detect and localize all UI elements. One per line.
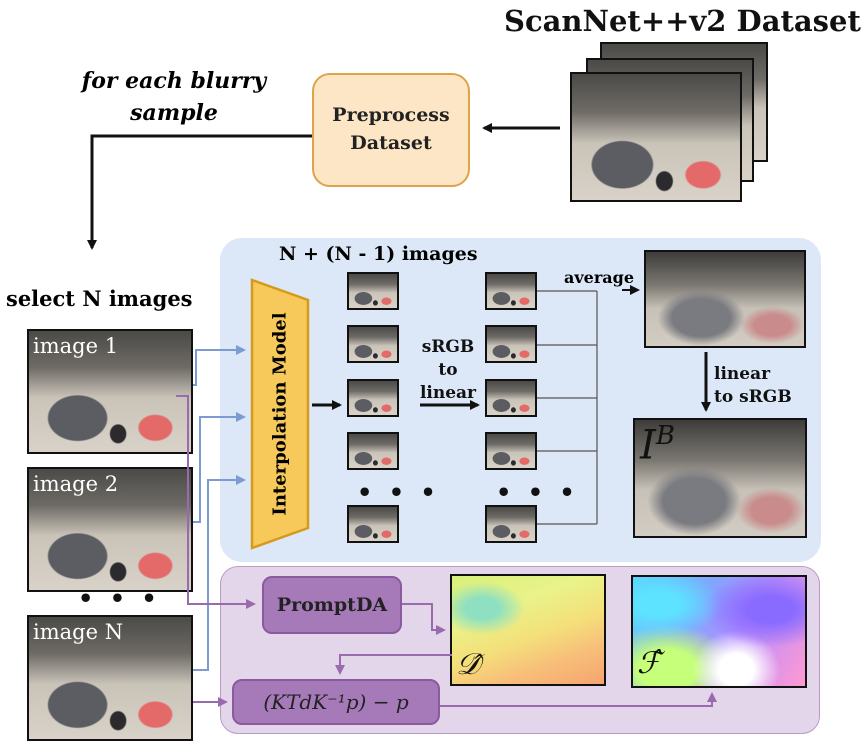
input-images-ellipsis: • • • (78, 584, 161, 613)
image-1-label: image 1 (33, 334, 119, 358)
flow-map (631, 575, 807, 688)
thumb-right-5 (485, 505, 537, 543)
for-each-label: for each blurry sample (81, 68, 267, 126)
thumb-right-3 (485, 379, 537, 417)
depth-symbol: 𝒟̂ (456, 647, 480, 682)
dataset-image-front (570, 72, 742, 202)
thumb-right-2 (485, 325, 537, 363)
blurry-output-image (633, 418, 807, 538)
thumb-left-2 (347, 325, 399, 363)
input-image-1: image 1 (27, 329, 193, 454)
preprocess-dataset-box: Preprocess Dataset (312, 73, 470, 187)
flow-symbol: ℱ̂ (637, 646, 661, 681)
interpolation-model (250, 278, 310, 550)
input-image-n: image N (27, 615, 193, 741)
connectors (87, 123, 717, 707)
formula-box: (KTdK⁻¹p) − p (232, 679, 440, 725)
arrow-preprocess-to-select (87, 134, 312, 250)
arrow-imagen-to-interp (193, 475, 246, 671)
arrow-image2-to-interp (193, 412, 246, 523)
thumb-left-3 (347, 379, 399, 417)
depth-map (450, 574, 606, 686)
arrow-promptda-to-depth (402, 603, 446, 635)
average-image (644, 250, 806, 348)
thumb-left-ellipsis: • • • (357, 478, 440, 507)
thumb-right-1 (485, 272, 537, 310)
blur-symbol-base: I (640, 422, 656, 469)
blur-symbol: IB (640, 421, 675, 468)
thumb-left-5 (347, 505, 399, 543)
image-2-label: image 2 (33, 472, 119, 496)
n-images-label: N + (N - 1) images (279, 243, 478, 265)
average-bracket (537, 290, 598, 525)
srgb-to-linear-label: sRGB to linear (419, 337, 477, 403)
linear-to-srgb-label: linear to sRGB (714, 364, 792, 407)
thumb-left-4 (347, 432, 399, 470)
input-image-2: image 2 (27, 467, 193, 592)
arrow-image1-to-promptda (176, 395, 256, 609)
dataset-title: ScanNet++v2 Dataset (504, 4, 861, 38)
image-n-label: image N (33, 620, 124, 644)
arrow-depth-to-formula (335, 654, 452, 675)
arrow-formula-to-flow (440, 692, 717, 707)
thumb-right-4 (485, 432, 537, 470)
blur-symbol-sup: B (655, 421, 675, 451)
promptda-box: PromptDA (262, 576, 402, 634)
select-label: select N images (6, 286, 193, 311)
formula-text: (KTdK⁻¹p) − p (263, 690, 409, 714)
thumb-right-ellipsis: • • • (496, 478, 579, 507)
average-label: average (564, 268, 635, 287)
thumb-left-1 (347, 272, 399, 310)
arrow-image1-to-interp (193, 345, 246, 386)
